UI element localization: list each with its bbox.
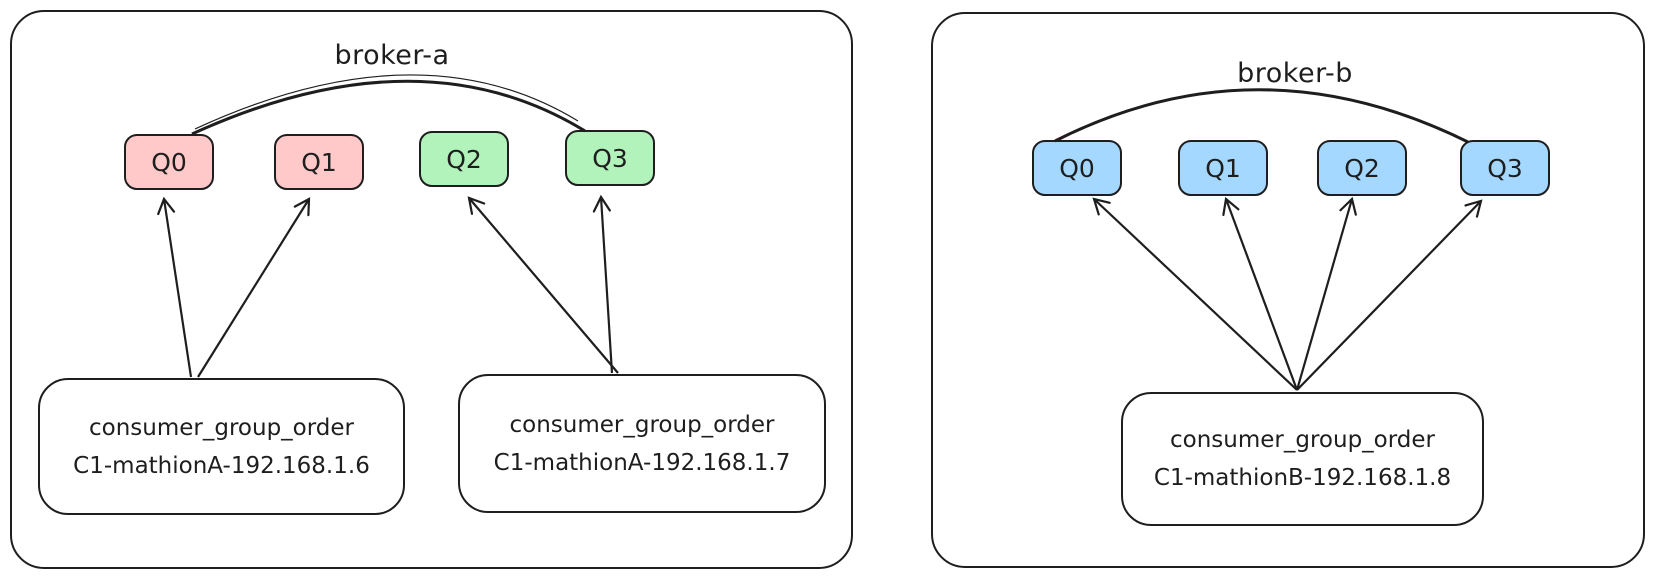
- broker-a-title: broker-a: [334, 40, 450, 71]
- broker-b-queue-q3: Q3: [1460, 140, 1550, 196]
- broker-a-consumer-1: consumer_group_order C1-mathionA-192.168…: [38, 378, 405, 515]
- broker-b-queue-q1: Q1: [1178, 140, 1268, 196]
- queue-label: Q0: [1059, 153, 1095, 183]
- broker-a-queue-q1: Q1: [274, 134, 364, 190]
- broker-a-panel: broker-a Q0 Q1 Q2 Q3 consumer_group_orde…: [10, 10, 853, 569]
- broker-b-title: broker-b: [1237, 58, 1353, 89]
- consumer-group-name: consumer_group_order: [509, 411, 775, 438]
- consumer-group-name: consumer_group_order: [89, 414, 354, 441]
- queue-label: Q2: [446, 144, 482, 174]
- queue-label: Q0: [151, 147, 187, 177]
- broker-b-queue-q0: Q0: [1032, 140, 1122, 196]
- broker-a-consumer-2: consumer_group_order C1-mathionA-192.168…: [458, 374, 826, 513]
- queue-label: Q3: [592, 143, 628, 173]
- broker-b-panel: broker-b Q0 Q1 Q2 Q3 consumer_group_orde…: [931, 12, 1645, 568]
- broker-a-queue-q0: Q0: [124, 134, 214, 190]
- queue-label: Q1: [1205, 153, 1241, 183]
- consumer-group-name: consumer_group_order: [1170, 427, 1435, 453]
- queue-label: Q2: [1344, 153, 1380, 183]
- consumer-instance-id: C1-mathionB-192.168.1.8: [1153, 465, 1452, 491]
- broker-a-queue-q2: Q2: [419, 131, 509, 187]
- consumer-instance-id: C1-mathionA-192.168.1.6: [73, 452, 370, 479]
- broker-b-consumer-1: consumer_group_order C1-mathionB-192.168…: [1121, 392, 1484, 526]
- queue-label: Q1: [301, 147, 337, 177]
- broker-b-queue-q2: Q2: [1317, 140, 1407, 196]
- queue-label: Q3: [1487, 153, 1523, 183]
- broker-a-queue-q3: Q3: [565, 130, 655, 186]
- consumer-instance-id: C1-mathionA-192.168.1.7: [493, 449, 791, 476]
